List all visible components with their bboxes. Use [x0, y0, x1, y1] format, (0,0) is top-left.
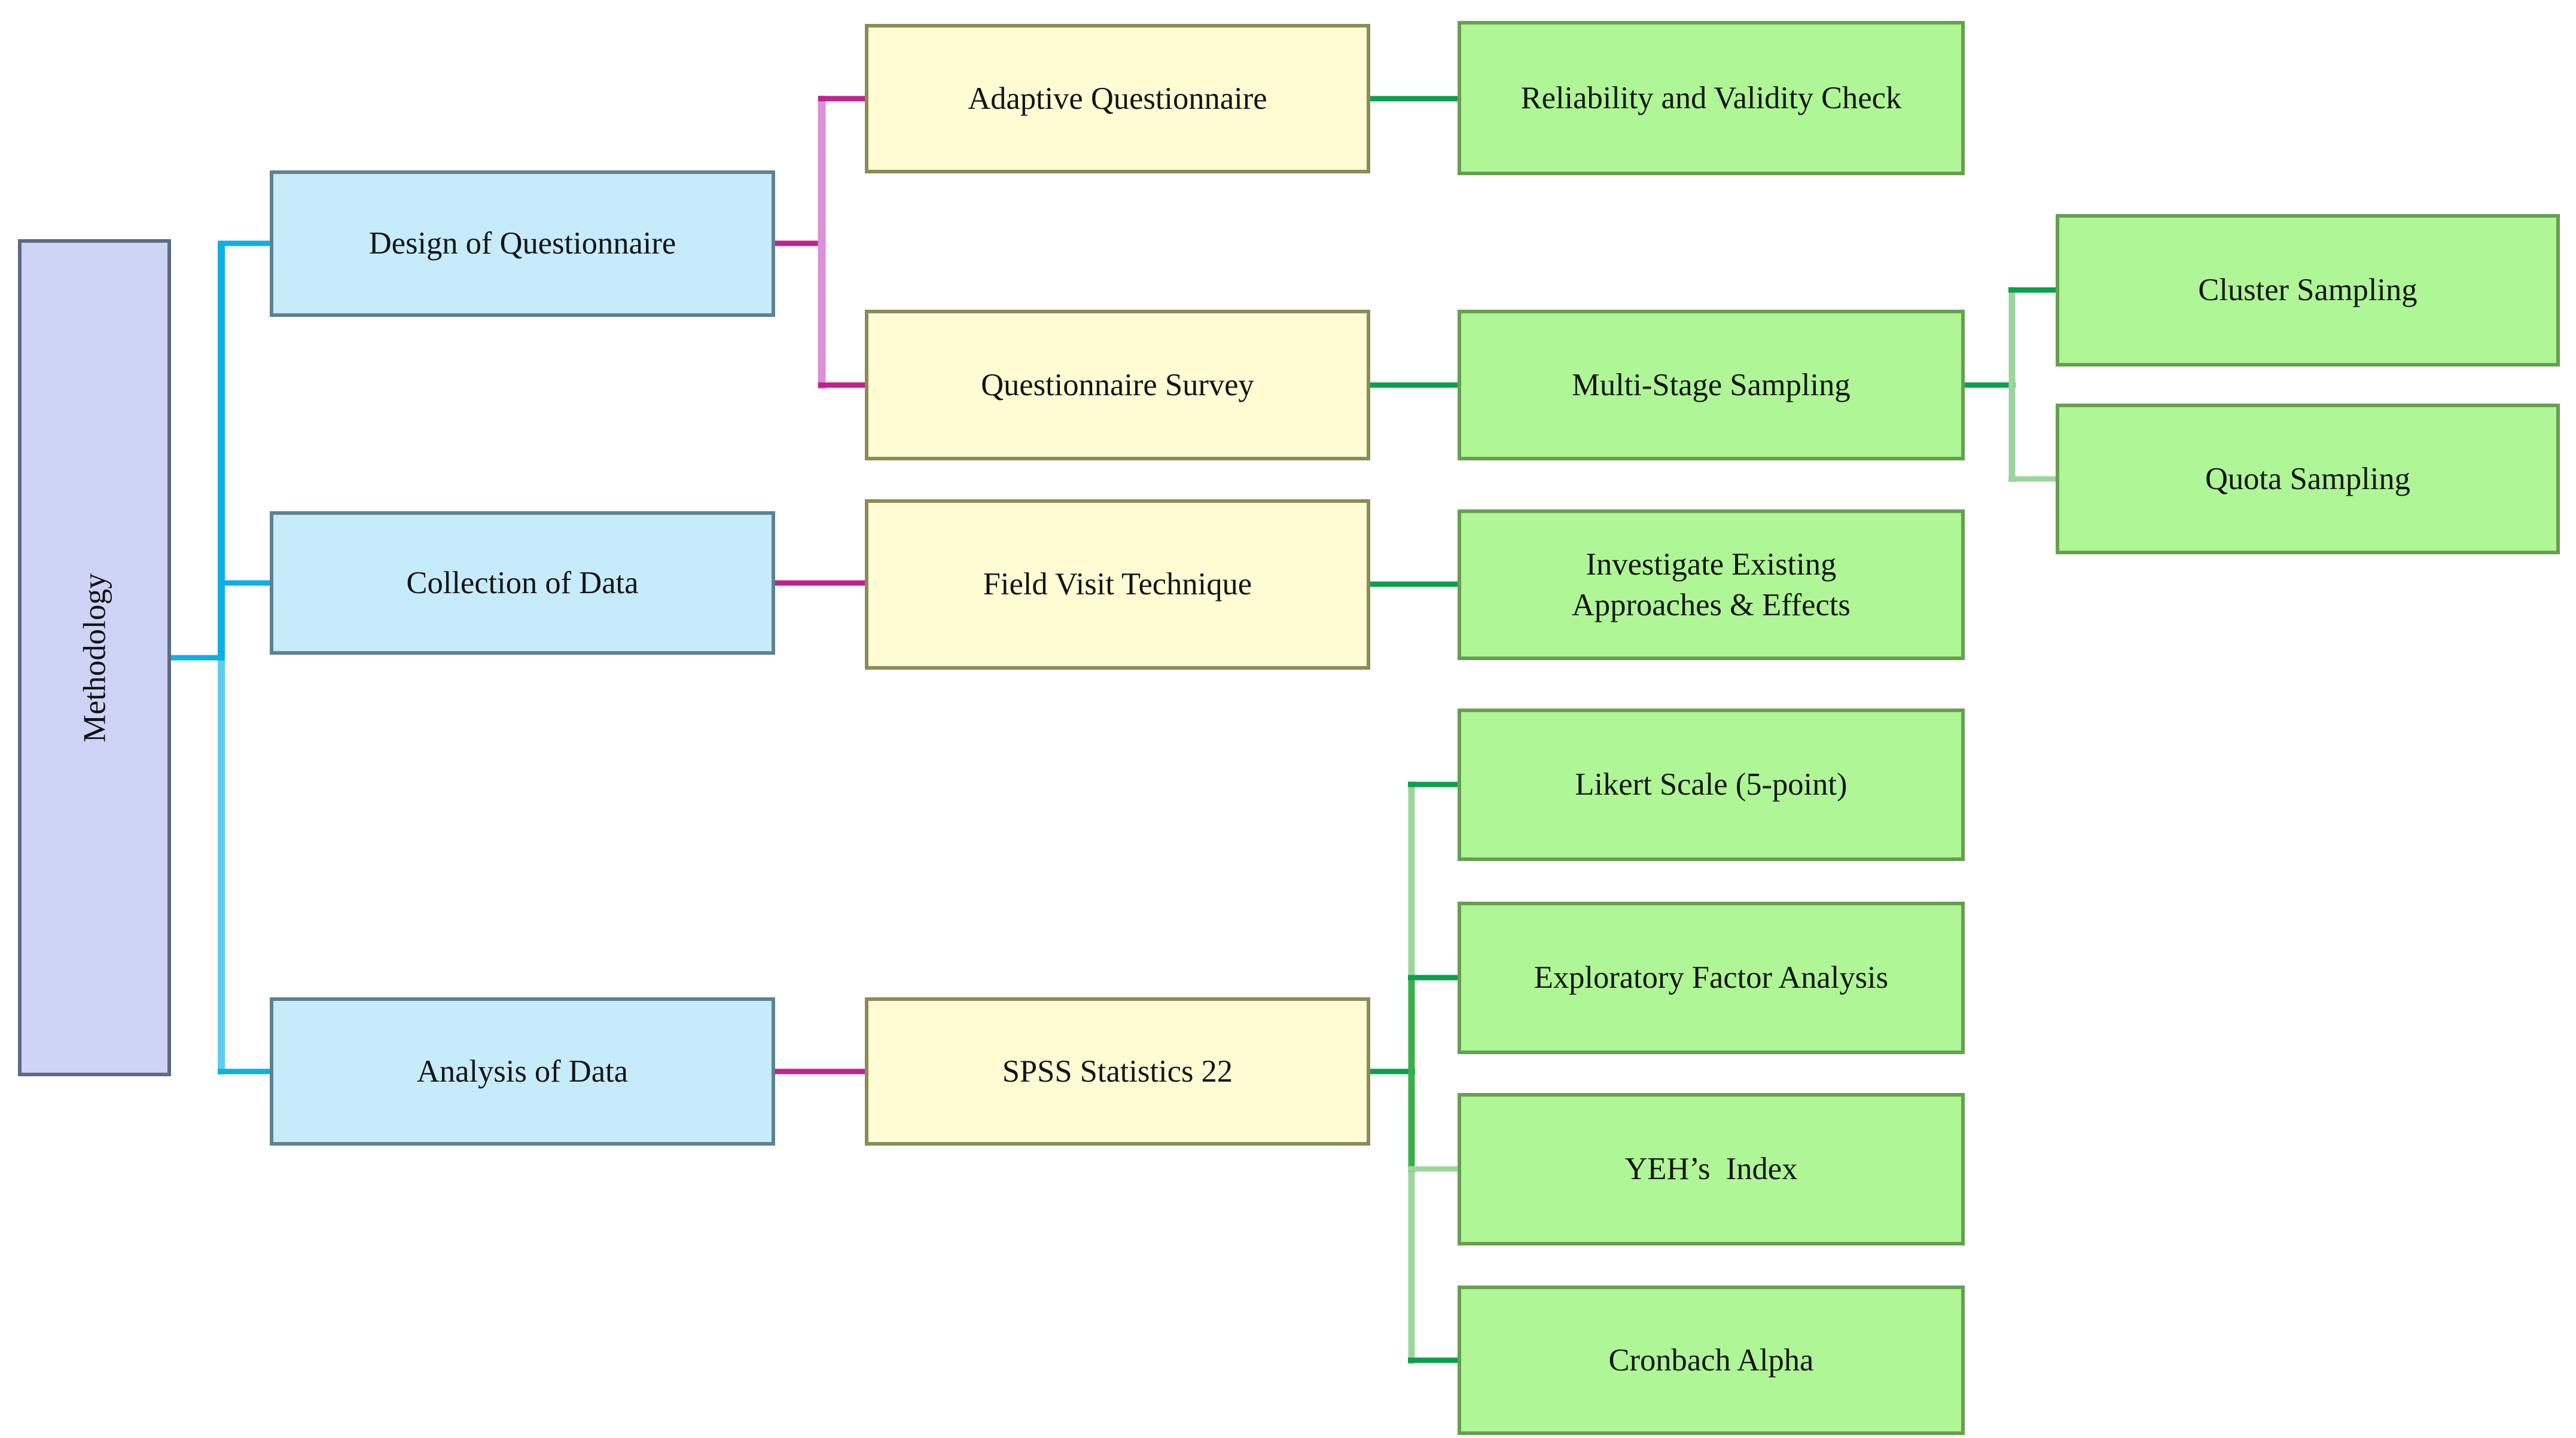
node-cronbach-alpha: Cronbach Alpha	[1457, 1286, 1965, 1436]
node-label: Investigate Existing Approaches & Effect…	[1572, 546, 1851, 623]
node-field-visit-technique: Field Visit Technique	[864, 499, 1370, 670]
node-collection-of-data: Collection of Data	[269, 511, 775, 655]
node-analysis-of-data: Analysis of Data	[269, 997, 775, 1146]
node-multi-stage-sampling: Multi-Stage Sampling	[1457, 310, 1965, 461]
node-likert-scale: Likert Scale (5-point)	[1457, 708, 1965, 861]
node-label: YEH’s Index	[1624, 1152, 1798, 1187]
node-label: Likert Scale (5-point)	[1575, 767, 1848, 802]
node-design-of-questionnaire: Design of Questionnaire	[269, 170, 775, 317]
node-label: Analysis of Data	[416, 1054, 628, 1089]
node-exploratory-factor-analysis: Exploratory Factor Analysis	[1457, 901, 1965, 1054]
node-label: Methodology	[77, 573, 112, 743]
node-cluster-sampling: Cluster Sampling	[2055, 214, 2560, 367]
node-label: Collection of Data	[406, 565, 639, 600]
node-label: Design of Questionnaire	[368, 226, 676, 261]
node-label: SPSS Statistics 22	[1002, 1054, 1233, 1089]
node-label: Multi-Stage Sampling	[1572, 367, 1851, 402]
node-quota-sampling: Quota Sampling	[2055, 404, 2560, 555]
node-label: Questionnaire Survey	[981, 367, 1254, 402]
node-spss-statistics-22: SPSS Statistics 22	[864, 997, 1370, 1146]
node-label: Quota Sampling	[2205, 461, 2410, 496]
node-label: Adaptive Questionnaire	[968, 81, 1267, 116]
node-label: Exploratory Factor Analysis	[1534, 960, 1889, 996]
node-reliability-validity-check: Reliability and Validity Check	[1457, 21, 1965, 176]
node-questionnaire-survey: Questionnaire Survey	[864, 310, 1370, 461]
node-investigate-existing-approaches: Investigate Existing Approaches & Effect…	[1457, 509, 1965, 661]
node-label: Reliability and Validity Check	[1520, 80, 1902, 115]
node-label: Cronbach Alpha	[1608, 1342, 1814, 1378]
node-label: Cluster Sampling	[2198, 273, 2418, 308]
node-adaptive-questionnaire: Adaptive Questionnaire	[864, 23, 1370, 174]
node-label: Field Visit Technique	[983, 567, 1252, 602]
node-yehs-index: YEH’s Index	[1457, 1093, 1965, 1245]
node-methodology: Methodology	[18, 239, 171, 1076]
